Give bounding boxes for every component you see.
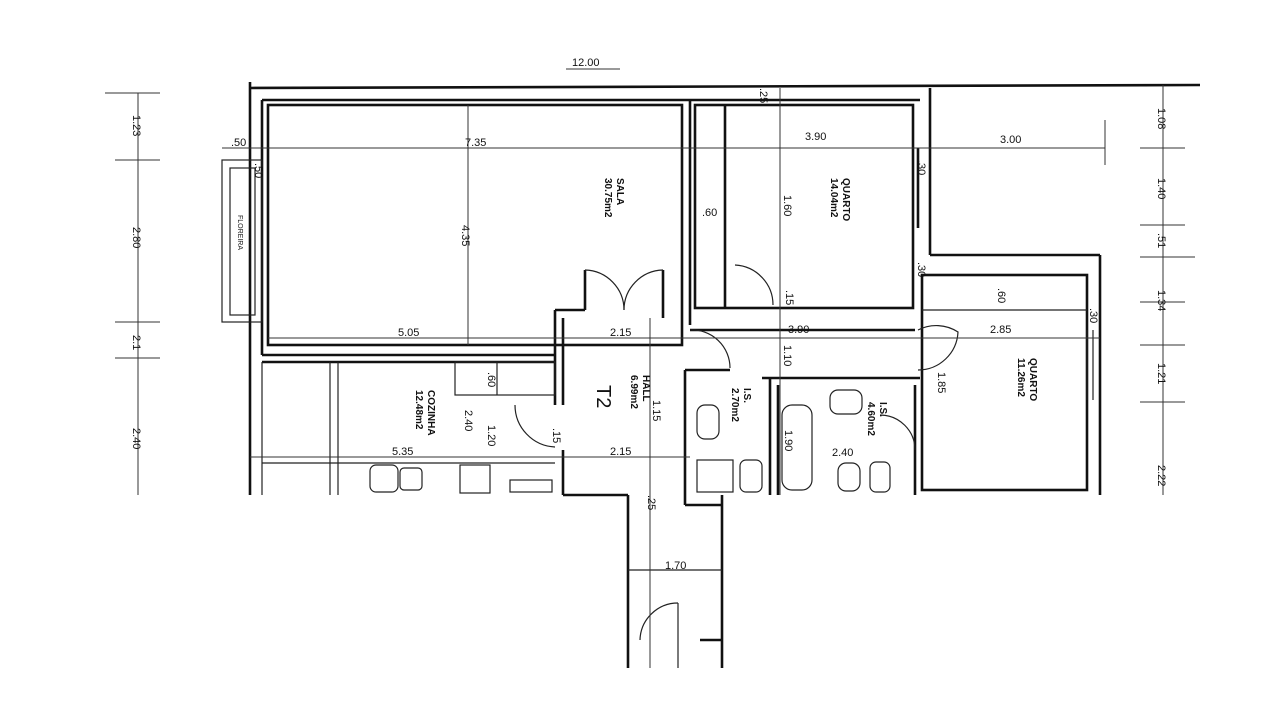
right-dim-label: 2.22	[1155, 465, 1167, 486]
dim-label: .25	[645, 495, 657, 510]
dim-label: 5.35	[392, 446, 413, 458]
dim-label: 2.85	[990, 324, 1011, 336]
dim-label: .15	[783, 290, 795, 305]
dim-label: .50	[252, 163, 264, 178]
left-dim-label: 1.23	[130, 115, 142, 136]
dim-label: 2.40	[462, 410, 474, 431]
dim-label: 5.05	[398, 327, 419, 339]
room-area: 6.99m2	[628, 375, 639, 409]
dimension-lines	[105, 85, 1195, 668]
room-area: 11.26m2	[1015, 358, 1026, 397]
dim-label: 3.00	[1000, 134, 1021, 146]
right-dim-label: 1.08	[1155, 108, 1167, 129]
dim-label: 1.20	[485, 425, 497, 446]
dim-label: .60	[995, 288, 1007, 303]
typology-label: T2	[592, 385, 614, 408]
right-dim-label: 1.21	[1155, 363, 1167, 384]
dim-label: 2.15	[610, 327, 631, 339]
left-dim-label: 2.80	[130, 227, 142, 248]
right-dim-label: .51	[1155, 233, 1167, 248]
dim-label: 2.15	[610, 446, 631, 458]
floreira-label: FLOREIRA	[236, 215, 243, 250]
dim-label: .15	[550, 428, 562, 443]
dim-label: .60	[702, 207, 717, 219]
room-sala: SALA 30.75m2	[602, 178, 625, 218]
dim-label: .25	[757, 88, 769, 103]
room-area: 2.70m2	[729, 388, 740, 422]
dim-label: 3.90	[788, 324, 809, 336]
dim-label: .30	[915, 262, 927, 277]
dim-label: .30	[915, 160, 927, 175]
dim-label: 1.85	[935, 372, 947, 393]
dim-label: 1.10	[781, 345, 793, 366]
doors	[514, 264, 959, 668]
right-dim-label: 1.40	[1155, 178, 1167, 199]
dim-label: .30	[1087, 308, 1099, 323]
room-wc-2: I.S. 4.60m2	[865, 402, 888, 436]
walls	[221, 82, 1201, 668]
dim-label: 1.60	[781, 195, 793, 216]
dim-label: .50	[231, 137, 246, 149]
dim-label: 7.35	[465, 137, 486, 149]
room-quarto-2: QUARTO 11.26m2	[1015, 358, 1038, 401]
room-cozinha: COZINHA 12.48m2	[413, 390, 436, 436]
room-name: QUARTO	[840, 178, 851, 221]
dim-label: 3.90	[805, 131, 826, 143]
room-name: HALL	[640, 375, 651, 402]
room-name: QUARTO	[1027, 358, 1038, 401]
overall-width-label: 12.00	[572, 57, 600, 69]
room-hall: HALL 6.99m2	[628, 375, 651, 409]
room-area: 14.04m2	[828, 178, 839, 218]
dim-label: 1.70	[665, 560, 686, 572]
dim-label: 2.40	[832, 447, 853, 459]
room-area: 30.75m2	[602, 178, 613, 218]
dim-label: .60	[485, 372, 497, 387]
room-name: I.S.	[741, 388, 752, 403]
dim-label: 1.15	[650, 400, 662, 421]
room-wc-1: I.S. 2.70m2	[729, 388, 752, 422]
room-area: 4.60m2	[865, 402, 876, 436]
dim-label: 4.35	[459, 225, 471, 246]
right-dim-label: 1.34	[1155, 290, 1167, 311]
left-dim-label: 2.40	[130, 428, 142, 449]
room-quarto-1: QUARTO 14.04m2	[828, 178, 851, 221]
left-dim-label: 2.1	[130, 335, 142, 350]
room-name: SALA	[614, 178, 625, 205]
room-area: 12.48m2	[413, 390, 424, 430]
dim-label: 1.90	[782, 430, 794, 451]
room-name: I.S.	[877, 402, 888, 417]
room-name: COZINHA	[425, 390, 436, 436]
